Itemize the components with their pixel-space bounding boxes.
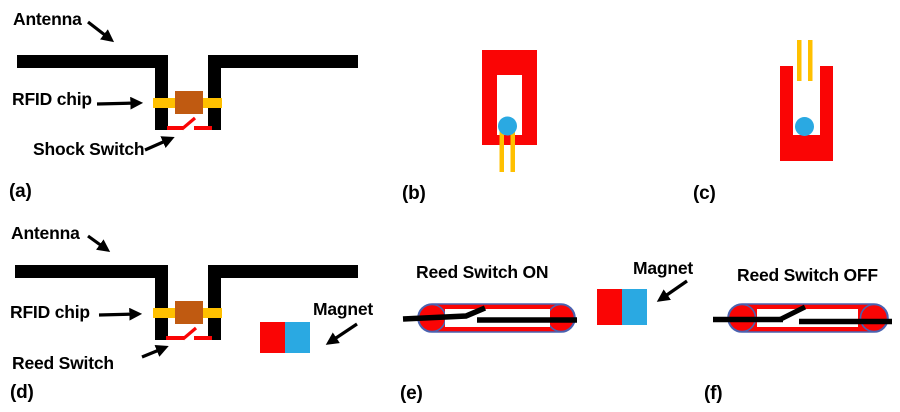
panel-letter-f: (f) [704,383,722,404]
reed-switch-capsule [402,303,577,333]
magnet-south [622,289,647,325]
antenna-arrow [87,20,115,43]
switch-pin-left [499,127,504,172]
rfid-chip-label: RFID chip [12,89,92,109]
antenna-trace-right [208,55,358,68]
reed-switch-off-title: Reed Switch OFF [737,265,878,285]
magnet-north [260,322,285,353]
antenna-label: Antenna [13,9,82,29]
reed-switch-on-title: Reed Switch ON [416,262,548,282]
switch-blade [181,326,198,341]
magnet-south [285,322,310,353]
metal-ball [795,117,814,136]
magnet-north [597,289,622,325]
panel-letter-a: (a) [9,181,32,202]
metal-ball [498,116,517,136]
antenna-stub-right [208,55,221,130]
switch-pin-left [797,40,802,81]
magnet [597,289,647,325]
panel-a: Antenna RFID chip Shock Switch (a) [9,9,358,202]
panel-letter-c: (c) [693,183,716,204]
panel-b: (b) [402,50,537,204]
antenna-stub-left [155,55,168,130]
panel-letter-e: (e) [400,383,423,404]
panel-letter-d: (d) [10,382,34,403]
magnet [260,322,310,353]
antenna-trace-left [17,55,168,68]
antenna-stub-left [155,265,168,340]
reed-contact-left-closed [402,305,487,322]
panel-d: Antenna RFID chip Reed Switch Magnet (d) [10,223,374,403]
switch-pin-right [808,40,813,81]
panel-e: Reed Switch ON Magnet (e) [400,258,694,404]
rfid-chip-arrow [98,307,143,321]
magnet-label: Magnet [633,258,693,278]
switch-pin-right [510,127,515,172]
panel-f: Reed Switch OFF (f) [704,265,892,404]
magnet-arrow [325,322,358,345]
reed-switch-capsule [713,303,892,333]
antenna-stub-right [208,265,221,340]
reed-switch-arrow [141,344,169,359]
capsule-end-right [859,303,889,333]
antenna-label: Antenna [11,223,80,243]
rfid-chip [175,301,203,324]
switch-blade [180,116,197,131]
reed-switch-label: Reed Switch [12,353,114,373]
rfid-chip [175,91,203,114]
panel-letter-b: (b) [402,183,426,204]
magnet-arrow [656,279,688,302]
reed-blade-open [777,304,807,323]
antenna-trace-left [15,265,168,278]
shock-switch-symbol [167,116,212,131]
rfid-chip-arrow [96,96,144,110]
panel-c: (c) [693,40,833,204]
reed-switch-symbol [166,326,212,341]
antenna-trace-right [208,265,358,278]
magnet-label: Magnet [313,299,373,319]
shock-switch-label: Shock Switch [33,139,144,159]
antenna-arrow [87,234,111,252]
shock-switch-arrow [144,136,175,152]
rfid-chip-label: RFID chip [10,302,90,322]
